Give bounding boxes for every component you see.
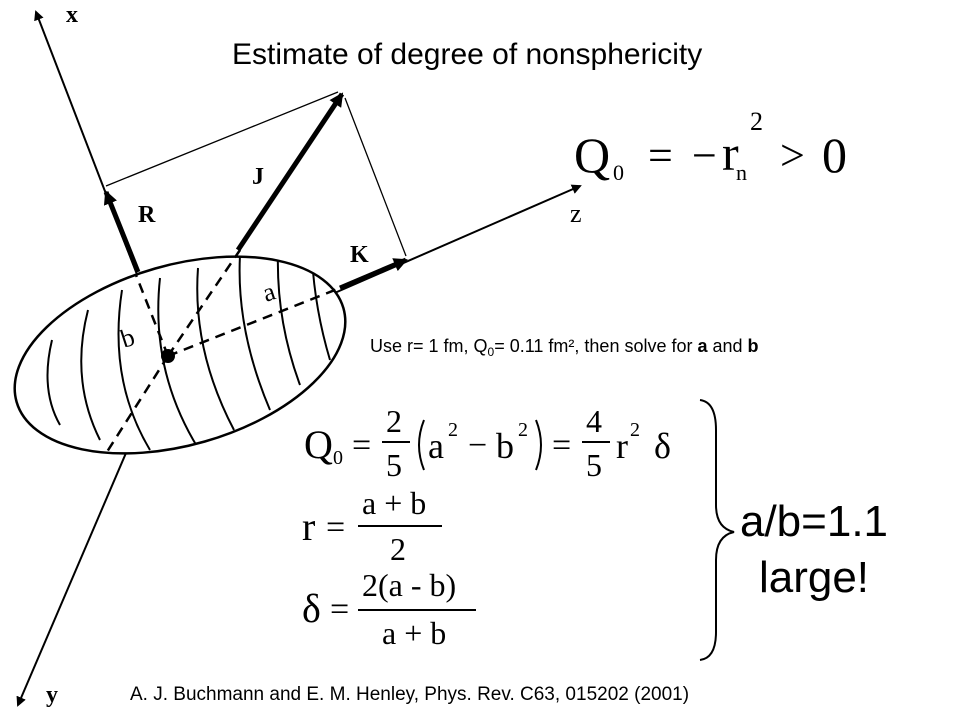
y-axis-label: y <box>46 682 58 708</box>
svg-text:2: 2 <box>750 107 763 136</box>
svg-text:=: = <box>648 131 673 180</box>
instruction-text: Use r= 1 fm, Q0= 0.11 fm², then solve fo… <box>370 336 759 359</box>
svg-text:=: = <box>330 591 349 628</box>
vector-R <box>103 190 141 273</box>
svg-text:5: 5 <box>386 447 402 483</box>
svg-text:2(a - b): 2(a - b) <box>362 567 456 603</box>
result-block: a/b=1.1 large! <box>724 494 904 606</box>
z-axis-label: z <box>570 199 582 228</box>
svg-text:−: − <box>692 131 717 180</box>
svg-text:r: r <box>722 125 739 181</box>
svg-text:2: 2 <box>518 419 528 441</box>
svg-text:Q: Q <box>574 127 610 183</box>
semi-axis-lines <box>103 249 341 456</box>
svg-text:=: = <box>326 509 345 546</box>
equation-radius: r = a + b 2 <box>302 485 442 567</box>
svg-text:δ: δ <box>654 426 671 466</box>
center-dot <box>161 349 175 363</box>
x-axis-label: x <box>66 2 78 28</box>
vector-K <box>339 257 408 291</box>
svg-text:=: = <box>352 427 371 464</box>
svg-text:2: 2 <box>448 419 458 441</box>
equation-quadrupole: Q 0 = 2 5 a 2 − b 2 = 4 5 r 2 δ <box>304 403 671 483</box>
svg-text:2: 2 <box>630 419 640 441</box>
ellipsoid-contours <box>46 251 331 451</box>
svg-text:5: 5 <box>586 447 602 483</box>
svg-text:4: 4 <box>586 403 602 439</box>
svg-text:r: r <box>302 504 315 549</box>
parallelogram-top <box>105 91 339 187</box>
parallelogram-side <box>344 97 407 257</box>
ratio-result: a/b=1.1 <box>739 497 889 546</box>
svg-text:−: − <box>468 427 487 464</box>
svg-text:0: 0 <box>822 127 847 183</box>
svg-text:>: > <box>780 131 805 180</box>
result-comment: large! <box>758 553 870 602</box>
svg-text:a: a <box>428 426 444 466</box>
svg-text:0: 0 <box>613 160 624 185</box>
equation-delta: δ = 2(a - b) a + b <box>302 567 476 651</box>
page-title: Estimate of degree of nonsphericity <box>232 38 703 71</box>
svg-text:2: 2 <box>386 403 402 439</box>
citation: A. J. Buchmann and E. M. Henley, Phys. R… <box>130 684 690 705</box>
svg-text:Q: Q <box>304 422 333 467</box>
vector-R-label: R <box>138 202 156 228</box>
svg-text:δ: δ <box>302 586 321 631</box>
svg-text:a + b: a + b <box>382 615 446 651</box>
vector-J-label: J <box>252 164 264 190</box>
curly-brace <box>699 399 735 661</box>
svg-text:0: 0 <box>333 447 343 469</box>
vector-K-label: K <box>350 242 369 268</box>
svg-text:2: 2 <box>390 531 406 567</box>
svg-text:a + b: a + b <box>362 485 426 521</box>
svg-text:r: r <box>616 426 628 466</box>
svg-text:n: n <box>736 160 747 185</box>
svg-text:=: = <box>552 427 571 464</box>
main-equation: Q 0 = − r n 2 > 0 <box>574 107 847 185</box>
vector-J <box>235 92 345 252</box>
svg-text:b: b <box>496 426 514 466</box>
ellipsoid <box>13 255 347 455</box>
